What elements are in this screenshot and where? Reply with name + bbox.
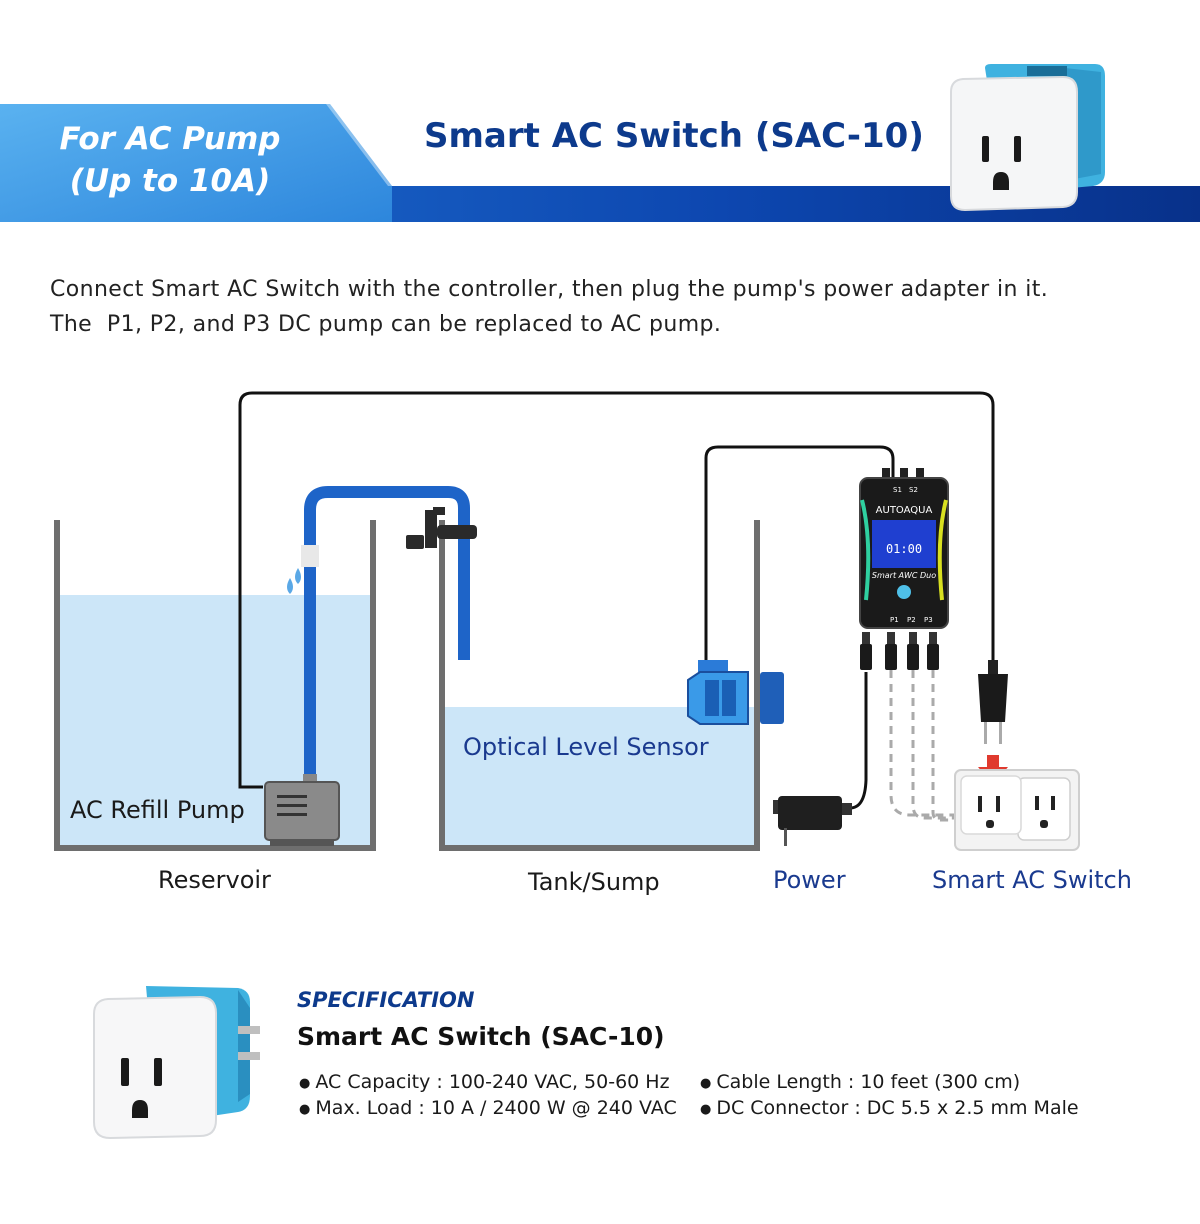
water-tube [304,486,470,790]
label-power: Power [773,866,846,894]
power-cable [849,672,868,810]
tank-container [439,520,760,851]
tank-water [445,707,755,845]
label-smart-switch: Smart AC Switch [932,866,1132,894]
spec-title: Smart AC Switch (SAC-10) [297,1022,665,1051]
switch-control-cable [238,391,995,789]
tube-clamp-icon [406,507,477,549]
water-drop-icon [287,578,293,594]
pump-rating-badge: For AC Pump (Up to 10A) [40,118,300,202]
badge-line-1: For AC Pump [59,121,281,157]
smart-switch-spec-image [93,986,260,1140]
controller-model: Smart AWC Duo [872,571,936,580]
sensor-cable [704,445,895,680]
spec-cable-length: Cable Length : 10 feet (300 cm) [700,1071,1020,1093]
spec-kicker: SPECIFICATION [297,988,475,1012]
port-label-p1: P1 [890,616,899,624]
spec-dc-connector: DC Connector : DC 5.5 x 2.5 mm Male [700,1097,1078,1119]
power-adapter-icon [773,796,852,846]
spec-max-load: Max. Load : 10 A / 2400 W @ 240 VAC [299,1097,676,1119]
water-drop-icon [295,568,301,584]
port-label-s2: S2 [909,486,918,494]
label-optical-sensor: Optical Level Sensor [463,733,709,761]
label-reservoir: Reservoir [158,866,271,894]
tube-spout [301,545,319,567]
ac-refill-pump [264,774,340,846]
dc-plugs [860,632,939,670]
awc-controller: S1 S2 AUTOAQUA 01:00 Smart AWC Duo P1 P2… [859,468,949,629]
page-title: Smart AC Switch (SAC-10) [424,116,924,156]
badge-line-2: (Up to 10A) [69,163,271,199]
label-refill-pump: AC Refill Pump [70,796,245,824]
ac-plug-icon [978,660,1008,744]
intro-text: Connect Smart AC Switch with the control… [50,272,1048,342]
intro-line-2: The P1, P2, and P3 DC pump can be replac… [50,312,722,337]
smart-switch-product-image [950,64,1105,212]
connection-diagram: S1 S2 AUTOAQUA 01:00 Smart AWC Duo P1 P2… [54,391,1080,851]
intro-line-1: Connect Smart AC Switch with the control… [50,277,1049,302]
optical-level-sensor [687,660,784,725]
spec-ac-capacity: AC Capacity : 100-240 VAC, 50-60 Hz [299,1071,669,1093]
reservoir-container [54,520,376,851]
label-tank-sump: Tank/Sump [528,868,660,896]
controller-display: 01:00 [886,542,922,556]
controller-brand: AUTOAQUA [876,505,933,516]
smart-switch-outlet [954,769,1080,851]
port-label-p3: P3 [924,616,933,624]
port-label-s1: S1 [893,486,902,494]
port-label-p2: P2 [907,616,916,624]
